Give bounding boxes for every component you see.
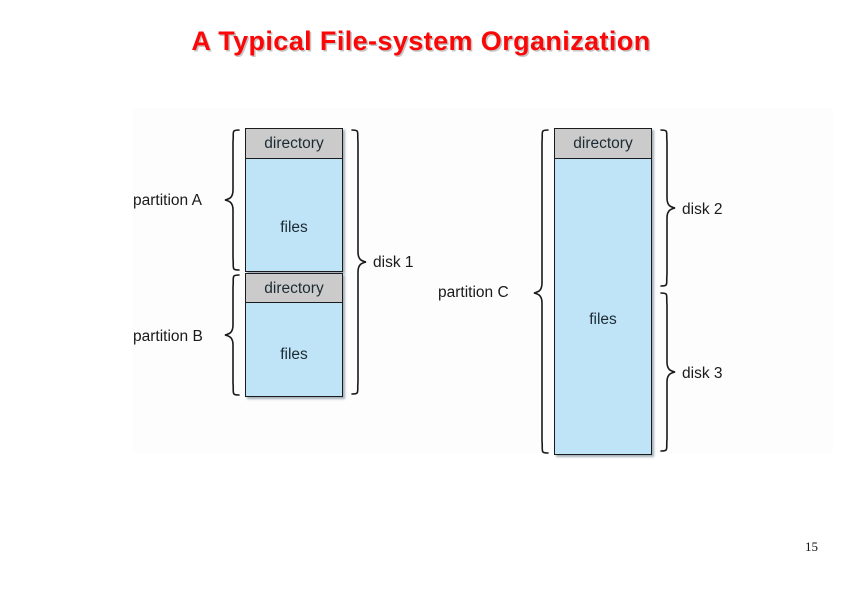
partition-b-brace [223,273,241,397]
partition-c-label: partition C [438,284,509,301]
disk-3-brace [658,291,678,455]
partition-a-directory-label: directory [264,135,324,152]
partition-b-label: partition B [133,328,203,345]
page-title: A Typical File-system Organization [191,26,651,56]
partition-c-box: directory files [554,128,652,455]
disk-3-label: disk 3 [682,365,723,382]
partition-b-files-label: files [280,346,308,363]
partition-a-files-label: files [280,219,308,236]
partition-a-brace [223,128,241,272]
disk-1-label: disk 1 [373,254,414,271]
file-system-organization-diagram: directory files directory files partitio… [133,108,833,455]
disk-2-brace [658,128,678,290]
disk-2-label: disk 2 [682,201,723,218]
page-number: 15 [805,539,818,554]
partition-a-directory-band: directory [246,129,342,159]
disk-1-brace [349,128,369,398]
partition-c-brace [532,128,550,455]
partition-a-box: directory files [245,128,343,272]
partition-b-box: directory files [245,273,343,397]
partition-c-directory-label: directory [573,135,633,152]
partition-b-directory-label: directory [264,280,324,297]
partition-a-label: partition A [133,192,202,209]
partition-c-files-label: files [589,311,617,328]
partition-c-directory-band: directory [555,129,651,159]
partition-b-directory-band: directory [246,274,342,303]
